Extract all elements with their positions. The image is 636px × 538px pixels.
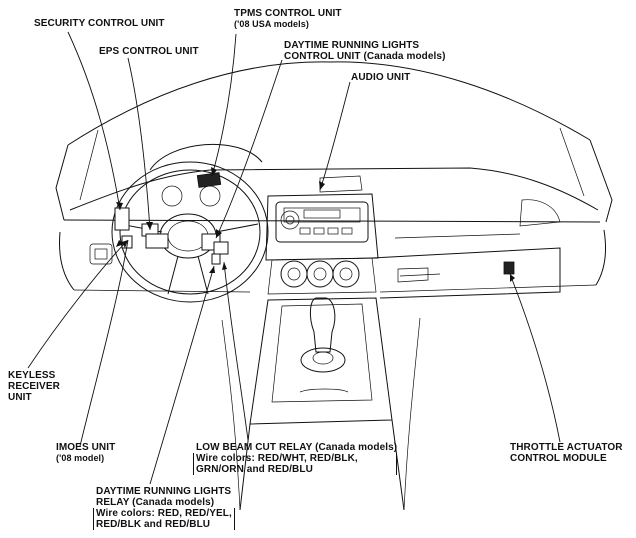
- label-throttle-actuator-control-module: THROTTLE ACTUATOR CONTROL MODULE: [510, 442, 623, 464]
- left-control-units: [114, 207, 229, 265]
- label-drl-control-unit: DAYTIME RUNNING LIGHTS CONTROL UNIT (Can…: [284, 40, 446, 62]
- label-drl-relay: DAYTIME RUNNING LIGHTS RELAY (Canada mod…: [93, 486, 235, 530]
- label-eps-control-unit: EPS CONTROL UNIT: [99, 46, 199, 57]
- center-console: [221, 297, 421, 511]
- windshield-outline: [55, 61, 613, 223]
- label-tpms-control-unit: TPMS CONTROL UNIT ('08 USA models): [234, 8, 342, 29]
- label-imoes-unit: IMOES UNIT ('08 model): [56, 442, 116, 463]
- leader-lines: [27, 31, 561, 485]
- label-keyless-receiver-unit: KEYLESS RECEIVER UNIT: [8, 370, 60, 403]
- center-stack: [265, 175, 379, 295]
- label-security-control-unit: SECURITY CONTROL UNIT: [34, 18, 165, 29]
- label-low-beam-cut-relay: LOW BEAM CUT RELAY (Canada models) Wire …: [193, 442, 398, 475]
- lowbeam-wire-colors: Wire colors: RED/WHT, RED/BLK, GRN/ORN a…: [193, 453, 398, 475]
- drl-relay-wire-colors: Wire colors: RED, RED/YEL, RED/BLK and R…: [93, 508, 235, 530]
- label-audio-unit: AUDIO UNIT: [351, 72, 411, 83]
- dashboard-outline: [59, 167, 607, 299]
